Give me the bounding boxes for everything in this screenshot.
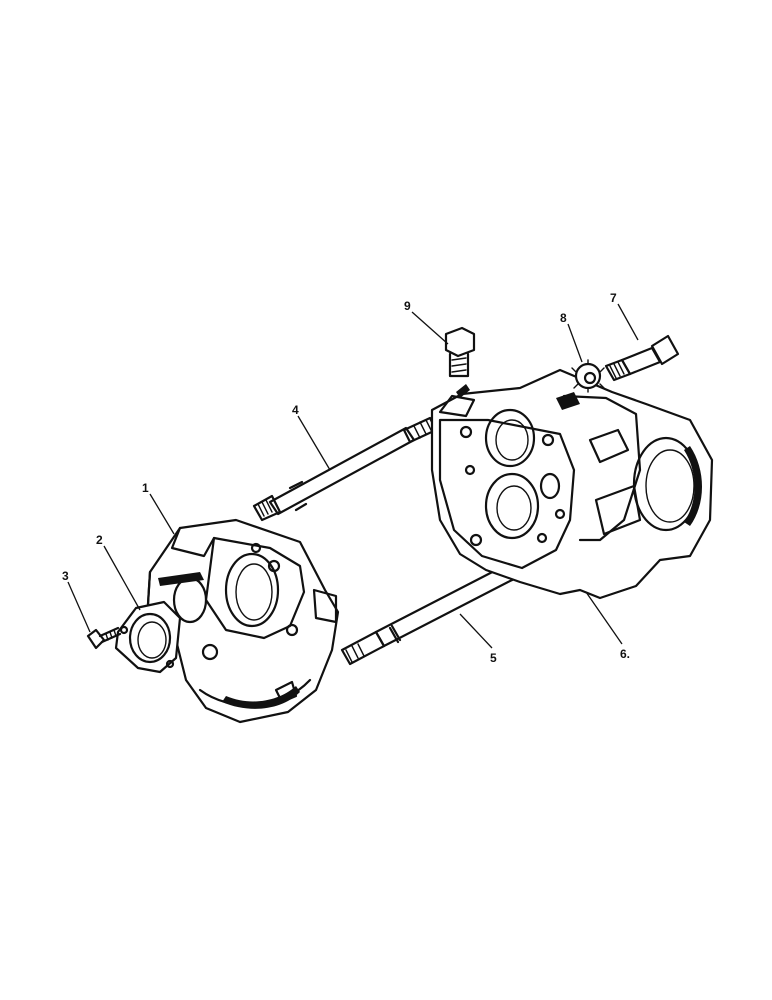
small-bolt	[86, 626, 122, 650]
callout-7: 7	[610, 291, 617, 305]
callout-9: 9	[404, 299, 411, 313]
callout-3: 3	[62, 569, 69, 583]
callout-8: 8	[560, 311, 567, 325]
callout-labels: 1 2 3 4 5 6. 7 8 9	[62, 291, 630, 665]
callout-4: 4	[292, 403, 299, 417]
callout-6: 6.	[620, 647, 630, 661]
callout-2: 2	[96, 533, 103, 547]
main-housing	[430, 368, 714, 600]
lock-washer	[571, 359, 605, 393]
callout-1: 1	[142, 481, 149, 495]
upper-shaft	[252, 416, 438, 522]
callout-5: 5	[490, 651, 497, 665]
long-bolt	[604, 334, 680, 382]
seal-plate	[114, 600, 182, 674]
front-cover-housing	[146, 518, 340, 724]
vertical-bolt	[444, 326, 476, 378]
leader-lines	[67, 303, 639, 649]
